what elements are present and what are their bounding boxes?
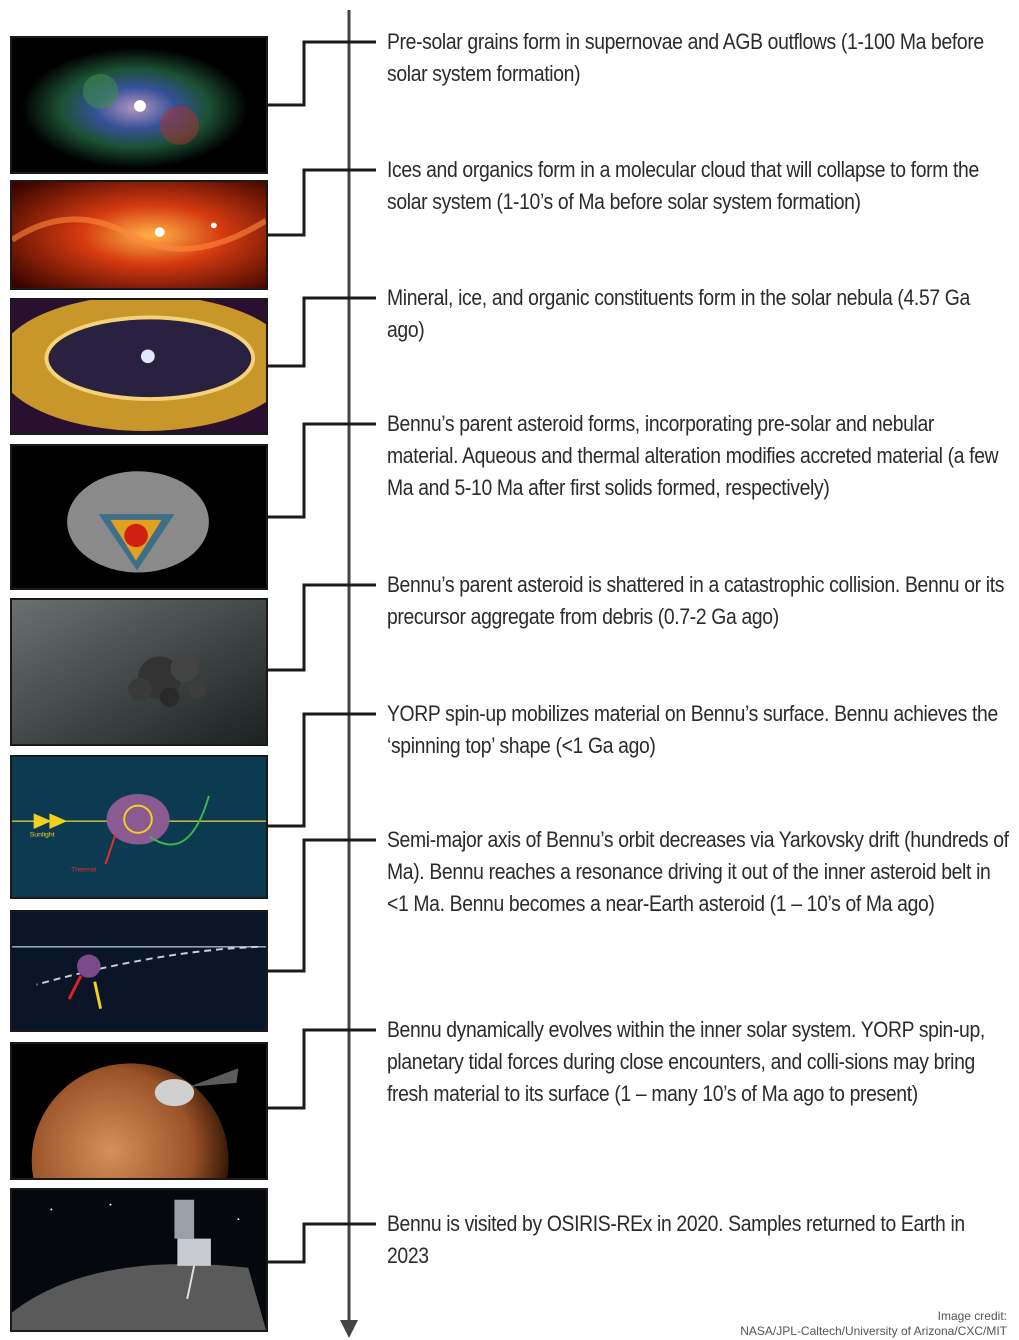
connector (268, 168, 376, 237)
parent-asteroid-cutaway-image (10, 444, 268, 590)
timeline-arrowhead (340, 1320, 358, 1338)
step-9-text: Bennu is visited by OSIRIS-REx in 2020. … (387, 1211, 965, 1268)
yarkovsky-diagram-image (10, 910, 268, 1032)
connector (268, 838, 376, 973)
molecular-cloud-image (10, 180, 268, 290)
connectors (268, 40, 376, 1264)
connector (268, 296, 376, 368)
protoplanetary-disk-image (10, 298, 268, 435)
thermal-label: Thermal (71, 867, 97, 874)
image-credit: Image credit: NASA/JPL-Caltech/Universit… (740, 1309, 1007, 1339)
connector (268, 422, 376, 519)
step-1-text: Pre-solar grains form in supernovae and … (387, 29, 984, 86)
step-2-text: Ices and organics form in a molecular cl… (387, 157, 979, 214)
osiris-rex-image (10, 1188, 268, 1332)
connector (268, 712, 376, 828)
supernova-remnant-image (10, 36, 268, 174)
close-encounter-image (10, 1042, 268, 1180)
step-6-text: YORP spin-up mobilizes material on Bennu… (387, 701, 998, 758)
connector (268, 40, 376, 107)
step-8-text: Bennu dynamically evolves within the inn… (387, 1017, 985, 1106)
connector (268, 1222, 376, 1264)
connector (268, 583, 376, 672)
step-7-text: Semi-major axis of Bennu’s orbit decreas… (387, 827, 1009, 916)
connector (268, 1028, 376, 1110)
image-credit-sources: NASA/JPL-Caltech/University of Arizona/C… (740, 1324, 1007, 1338)
sunlight-label: Sunlight (30, 832, 55, 839)
step-3-text: Mineral, ice, and organic constituents f… (387, 285, 970, 342)
rubble-aggregate-image (10, 598, 268, 746)
image-credit-label: Image credit: (937, 1309, 1007, 1323)
step-4-text: Bennu’s parent asteroid forms, incorpora… (387, 411, 999, 500)
step-5-text: Bennu’s parent asteroid is shattered in … (387, 572, 1005, 629)
yorp-diagram-image: Sunlight Thermal (10, 755, 268, 899)
